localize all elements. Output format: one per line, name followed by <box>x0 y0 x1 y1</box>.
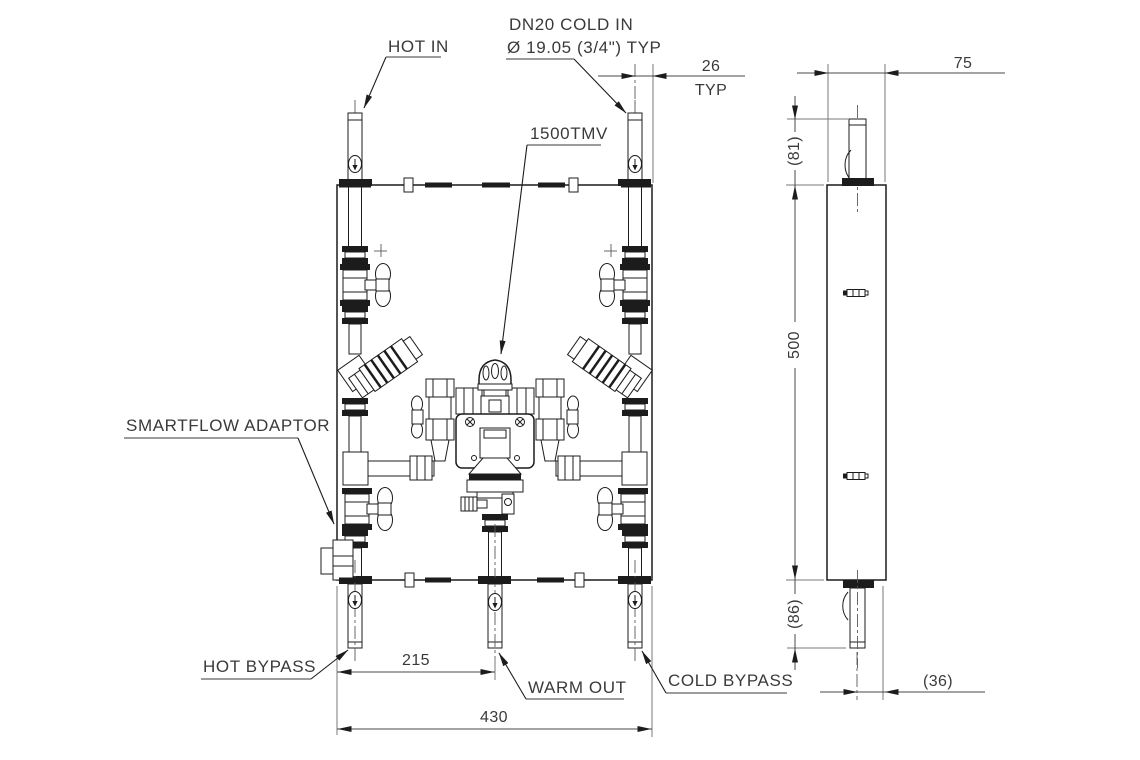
side-view <box>826 105 887 668</box>
dim-500: 500 <box>786 331 803 359</box>
label-smartflow-adaptor: SMARTFLOW ADAPTOR <box>126 416 330 435</box>
dim-215: 215 <box>402 652 430 669</box>
panel-side-profile <box>826 184 887 581</box>
dim-panel-width: 430 <box>337 586 653 737</box>
smartflow-adaptor-block <box>320 539 354 581</box>
dim-75: 75 <box>954 55 973 72</box>
dim-36: (36) <box>923 673 953 690</box>
label-hot-bypass: HOT BYPASS <box>203 657 316 676</box>
tmv-assembly <box>455 359 535 662</box>
dim-430: 430 <box>480 709 508 726</box>
label-hot-in: HOT IN <box>388 37 449 56</box>
dim-81: (81) <box>786 136 803 166</box>
dim-pipe-edge-offset: 26 TYP <box>598 58 745 183</box>
dim-warm-out-offset: 215 <box>336 586 496 735</box>
callouts: HOT IN DN20 COLD IN Ø 19.05 (3/4") TYP 1… <box>124 15 793 700</box>
label-warm-out: WARM OUT <box>528 678 627 697</box>
label-cold-in-line2: Ø 19.05 (3/4") TYP <box>507 38 661 57</box>
dim-bracket-depth: 75 <box>797 55 1005 182</box>
dim-26: 26 <box>702 58 721 75</box>
label-cold-in-line1: DN20 COLD IN <box>509 15 633 34</box>
panel-edge-details <box>339 177 651 588</box>
dim-vertical-stack: (81) 500 (86) <box>786 96 848 670</box>
label-cold-bypass: COLD BYPASS <box>668 671 793 690</box>
dim-side-pipe-offset: (36) <box>820 586 985 700</box>
dim-86: (86) <box>786 599 803 629</box>
dim-26-typ: TYP <box>695 82 727 99</box>
label-tmv: 1500TMV <box>530 124 608 143</box>
front-view <box>320 100 652 662</box>
